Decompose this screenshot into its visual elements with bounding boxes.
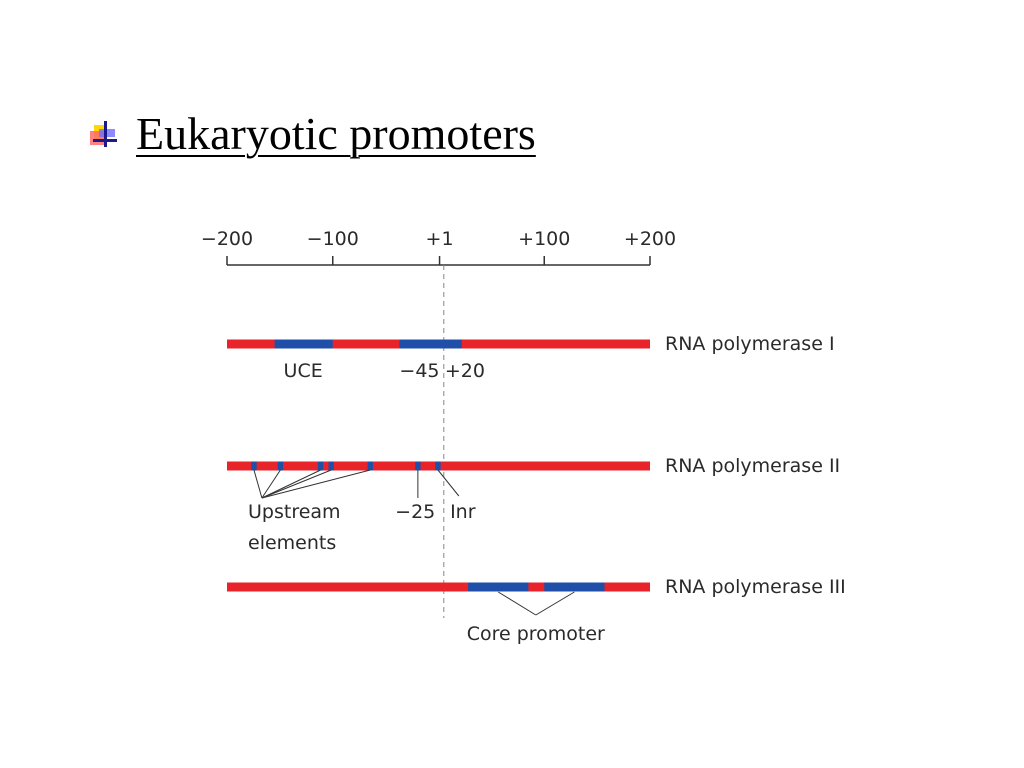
slide-title: Eukaryotic promoters: [136, 108, 536, 159]
axis-tick-label: +200: [624, 228, 676, 250]
bullet-icon: [90, 121, 117, 147]
connector-line: [253, 469, 263, 499]
connector-line: [437, 469, 460, 497]
polymerase-label: RNA polymerase I: [665, 333, 835, 355]
polymerase-label: RNA polymerase III: [665, 576, 846, 598]
track-1: RNA polymerase I UCE −45 +20: [227, 333, 835, 382]
element-label: Upstream: [248, 501, 341, 523]
element-label: UCE: [284, 360, 323, 382]
element-label: +20: [445, 360, 485, 382]
axis-tick-label: +100: [518, 228, 570, 250]
connector-line: [497, 591, 537, 616]
axis-tick-label: −200: [201, 228, 253, 250]
promoter-element: [274, 339, 333, 349]
element-label: Inr: [450, 501, 476, 523]
element-label: Core promoter: [467, 623, 605, 645]
promoter-element: [367, 461, 373, 471]
axis-tick-label: +1: [426, 228, 454, 250]
element-label: elements: [248, 532, 336, 554]
connector-line: [261, 469, 281, 499]
promoter-element: [435, 461, 441, 471]
element-label: −45: [399, 360, 439, 382]
promoter-element: [399, 339, 462, 349]
connector-line: [261, 469, 321, 499]
promoter-element: [251, 461, 257, 471]
promoter-element: [277, 461, 284, 471]
promoter-element: [317, 461, 324, 471]
track-3: RNA polymerase III Core promoter: [227, 576, 846, 645]
axis-tick-label: −100: [307, 228, 359, 250]
promoter-element: [328, 461, 334, 471]
promoter-element: [544, 582, 605, 592]
promoter-element: [415, 461, 421, 471]
position-axis: −200 −100 +1 +100 +200: [201, 228, 676, 266]
track-2: RNA polymerase II Upstream elements −25 Inr: [227, 455, 840, 554]
dna-strand: [227, 582, 650, 592]
connector-line: [261, 469, 332, 499]
connector-line: [261, 469, 371, 499]
polymerase-label: RNA polymerase II: [665, 455, 840, 477]
promoter-element: [468, 582, 529, 592]
connector-line: [535, 591, 575, 616]
element-label: −25: [395, 501, 435, 523]
